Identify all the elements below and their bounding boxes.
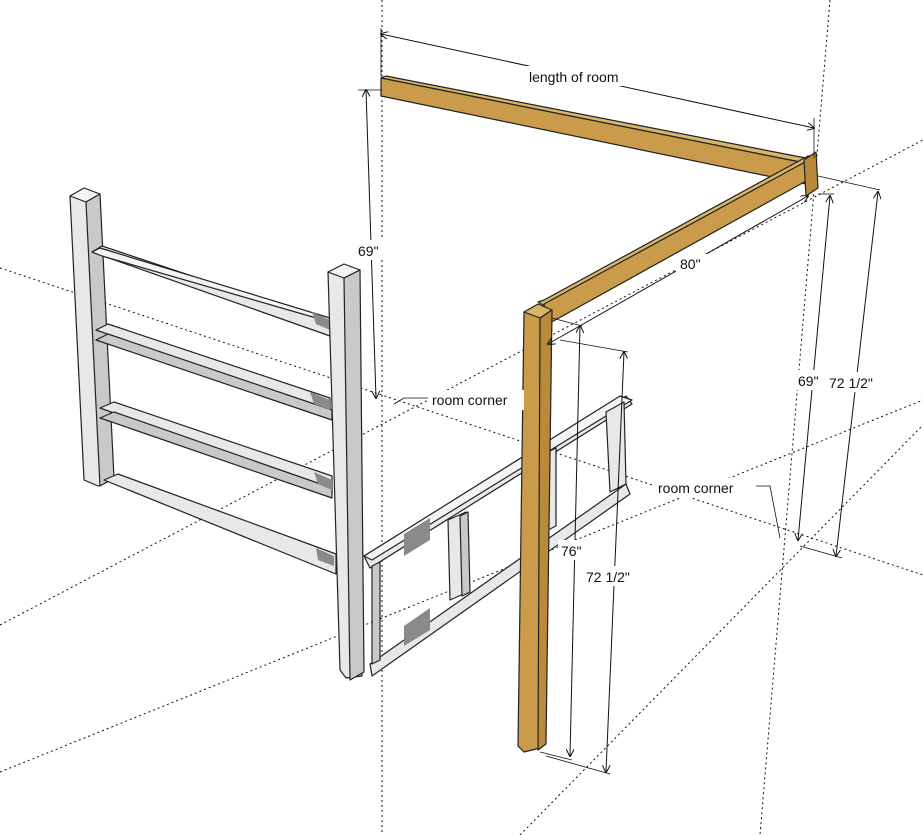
wood-top-rail-length (380, 75, 817, 185)
length-of-room-label: length of room (529, 69, 619, 85)
dim-69-left-label: 69" (358, 243, 379, 259)
wood-post (517, 303, 553, 753)
dim-72-5-right-label: 72 1/2" (829, 375, 873, 391)
ladder-end-frame (69, 187, 365, 681)
dim-76-label: 76" (561, 543, 582, 559)
room-corner-left-label: room corner (432, 392, 508, 408)
side-rail-frame (363, 395, 633, 677)
dim-69-right-label: 69" (798, 373, 819, 389)
dim-72-5-front-label: 72 1/2" (586, 569, 630, 585)
dim-80-label: 80" (680, 256, 701, 272)
wood-top-rail-80 (537, 151, 819, 325)
room-corner-right-label: room corner (658, 480, 734, 496)
